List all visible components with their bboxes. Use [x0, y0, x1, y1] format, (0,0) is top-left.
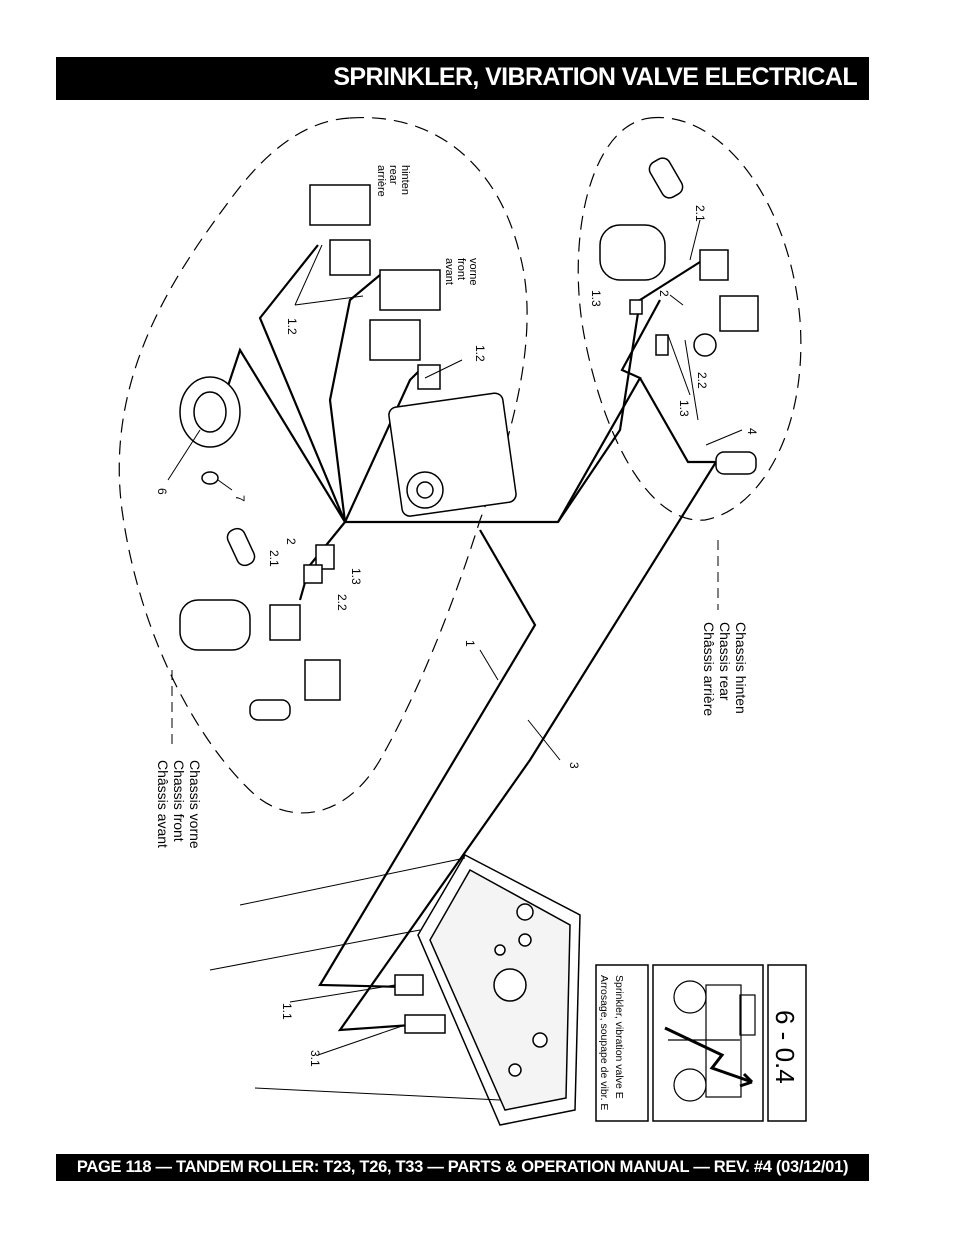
chassis-front-label: Chassis vorne Chassis front Châssis avan… [155, 760, 203, 849]
callout-3: 3 [567, 762, 581, 769]
leader-lines [167, 219, 743, 1101]
rear-fitting [648, 157, 684, 199]
front-fitting [226, 527, 256, 567]
panel-switch-d [508, 1063, 522, 1077]
manifold-port-inner [416, 481, 434, 499]
rear-connector-2-2 [655, 334, 669, 356]
infobox-caption-line-1: Sprinkler, vibration valve E [613, 975, 625, 1099]
chassis-rear-line-3: Châssis arrière [701, 622, 717, 716]
front-connector-1-3 [315, 544, 335, 570]
callout-2-2-rear: 2.2 [695, 372, 709, 389]
roller-sketch [664, 980, 756, 1102]
valve-block-coil-a [329, 239, 371, 276]
section-infobox: 6 - 0.4 Sprinkler, vibration valve E Arr… [595, 964, 807, 1122]
rear-nozzle [693, 333, 717, 357]
wire-to-valve [343, 369, 421, 523]
callout-2-rear: 2 [657, 290, 671, 297]
rear-coil-2 [719, 295, 759, 332]
chassis-front-line-1: Chassis vorne [187, 760, 203, 849]
infobox-code: 6 - 0.4 [770, 1010, 800, 1084]
page-title: SPRINKLER, VIBRATION VALVE ELECTRICAL [333, 63, 857, 91]
rear-valve-assembly [599, 157, 759, 475]
wire-front-upper [258, 244, 347, 523]
front-sprinkler-valve [179, 527, 341, 721]
label-arriere: arrière [375, 165, 387, 197]
callout-1-3-rear-a: 1.3 [589, 290, 603, 307]
wiring-harness [223, 244, 718, 1032]
front-outlet [249, 699, 291, 721]
label-front: front [455, 258, 467, 280]
front-coil-2 [304, 659, 341, 701]
callout-labels: 1.2 1.2 6 7 2 2.1 1.3 2.2 1 3 2.1 2 1.3 … [155, 205, 759, 1067]
wire-cable-1 [318, 529, 537, 989]
rear-solenoid-body [599, 224, 666, 281]
page-footer-text: PAGE 118 — TANDEM ROLLER: T23, T26, T33 … [76, 1158, 849, 1176]
region-label-front-top: vorne front avant [443, 258, 479, 286]
callout-1-3-rear-b: 1.3 [677, 400, 691, 417]
callout-1-3-front: 1.3 [349, 568, 363, 585]
valve-block-coil-b [369, 319, 421, 361]
front-coil [269, 604, 301, 641]
callout-2-2-front: 2.2 [335, 594, 349, 611]
rear-coil [699, 249, 729, 281]
infobox-caption-frame [595, 964, 649, 1122]
panel-gauge [493, 968, 527, 1002]
control-panel [394, 854, 581, 1126]
main-manifold [388, 392, 517, 517]
callout-1-1: 1.1 [280, 1003, 294, 1020]
callout-2-1-front: 2.1 [267, 550, 281, 567]
infobox-code-frame [767, 964, 807, 1122]
callout-2-front: 2 [284, 538, 298, 545]
panel-switch-b [518, 933, 532, 947]
front-solenoid-body [179, 599, 251, 651]
infobox-image-frame [652, 964, 764, 1122]
wire-cable-3 [337, 377, 718, 1032]
label-hinten: hinten [399, 165, 411, 195]
label-avant: avant [443, 258, 455, 285]
panel-connector-3-1 [404, 1014, 446, 1034]
front-chassis-region [118, 116, 528, 814]
callout-4: 4 [745, 428, 759, 435]
chassis-front-line-3: Châssis avant [155, 760, 171, 848]
label-vorne: vorne [467, 258, 479, 286]
front-connector-2-2 [303, 564, 323, 584]
rear-plug-4 [715, 451, 757, 475]
panel-switch-a [516, 903, 534, 921]
wire-front-lower [223, 347, 346, 523]
horn-6-inner [193, 391, 227, 433]
chassis-rear-line-1: Chassis hinten [733, 622, 749, 714]
callout-1-2-b: 1.2 [473, 345, 487, 362]
connector-1-2 [417, 364, 441, 390]
page-header-bar: SPRINKLER, VIBRATION VALVE ELECTRICAL [56, 57, 869, 100]
callout-7: 7 [233, 495, 247, 502]
label-rear: rear [387, 165, 399, 185]
wire-front-mid [328, 274, 381, 523]
wire-rear-branch [557, 261, 701, 523]
page-footer-bar: PAGE 118 — TANDEM ROLLER: T23, T26, T33 … [56, 1154, 869, 1181]
callout-6: 6 [155, 488, 169, 495]
infobox-caption-line-2: Arrosage, soupape de vibr. E [598, 975, 610, 1110]
front-valve-block [309, 184, 517, 517]
rear-connector-1-3 [629, 299, 643, 315]
region-label-rear-top: hinten rear arrière [375, 165, 411, 197]
chassis-rear-line-2: Chassis rear [717, 622, 733, 701]
valve-block-front [379, 269, 441, 311]
callout-1-2-a: 1.2 [285, 318, 299, 335]
callout-3-1: 3.1 [308, 1050, 322, 1067]
chassis-rear-label: Chassis hinten Chassis rear Châssis arri… [701, 622, 749, 716]
screw-7 [201, 471, 219, 485]
rear-chassis-region [577, 116, 802, 521]
chassis-front-line-2: Chassis front [171, 760, 187, 842]
horn-assembly [179, 376, 241, 485]
callout-2-1-rear: 2.1 [693, 205, 707, 222]
valve-block-rear [309, 184, 371, 226]
panel-switch-e [494, 944, 506, 956]
callout-1: 1 [463, 640, 477, 647]
panel-switch-c [532, 1032, 548, 1048]
panel-connector-1-1 [394, 974, 424, 996]
